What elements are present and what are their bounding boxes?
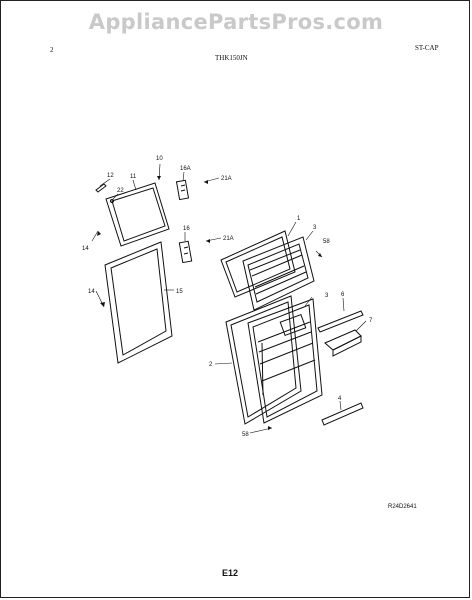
watermark: AppliancePartsPros.com: [88, 10, 384, 34]
callout-10: 10: [156, 156, 163, 162]
callout-14-upper: 14: [82, 246, 89, 252]
page-number: 2: [50, 46, 54, 54]
callout-7: 7: [369, 318, 373, 324]
callout-58-upper: 58: [323, 239, 330, 245]
model-number: THK150JN: [215, 54, 248, 62]
callout-22: 22: [117, 188, 124, 194]
callout-labels: 10 11 12 22 16A 21A 16 21A 14 14 15 1 3 …: [82, 156, 373, 438]
callout-3-upper: 3: [313, 225, 317, 231]
freezer-door-gasket: [105, 182, 170, 247]
freezer-door-panel: [220, 230, 296, 298]
section-code: ST-CAP: [415, 44, 439, 52]
door-shelf-bar-upper: [317, 310, 364, 333]
fresh-food-door-liner: [247, 298, 323, 424]
handle-clip: [95, 183, 107, 193]
callout-1: 1: [297, 216, 301, 222]
callout-21a-lower: 21A: [223, 236, 234, 242]
door-rack: [324, 329, 362, 357]
callout-2: 2: [209, 362, 213, 368]
door-shelf-bar-lower: [321, 402, 364, 426]
callout-6: 6: [341, 292, 345, 298]
fresh-food-door-panel: [225, 295, 302, 425]
callout-11: 11: [130, 174, 137, 180]
hinge-cap-upper: [175, 179, 190, 201]
callout-15: 15: [176, 289, 183, 295]
callout-3-lower: 3: [325, 293, 329, 299]
fresh-food-door-gasket: [104, 241, 173, 364]
screw: [110, 199, 114, 203]
callout-58-lower: 58: [242, 432, 249, 438]
hinge-cap-lower: [178, 240, 193, 264]
callout-21a-upper: 21A: [221, 176, 232, 182]
callout-4: 4: [338, 396, 342, 402]
freezer-door-liner: [242, 236, 315, 311]
page-label: E12: [222, 568, 239, 578]
leader-arrowheads: [97, 176, 322, 430]
diagram-reference-code: R24D2641: [388, 504, 417, 510]
callout-16a: 16A: [180, 166, 191, 172]
callout-14-lower: 14: [88, 289, 95, 295]
callout-12: 12: [107, 173, 114, 179]
callout-16: 16: [183, 226, 190, 232]
